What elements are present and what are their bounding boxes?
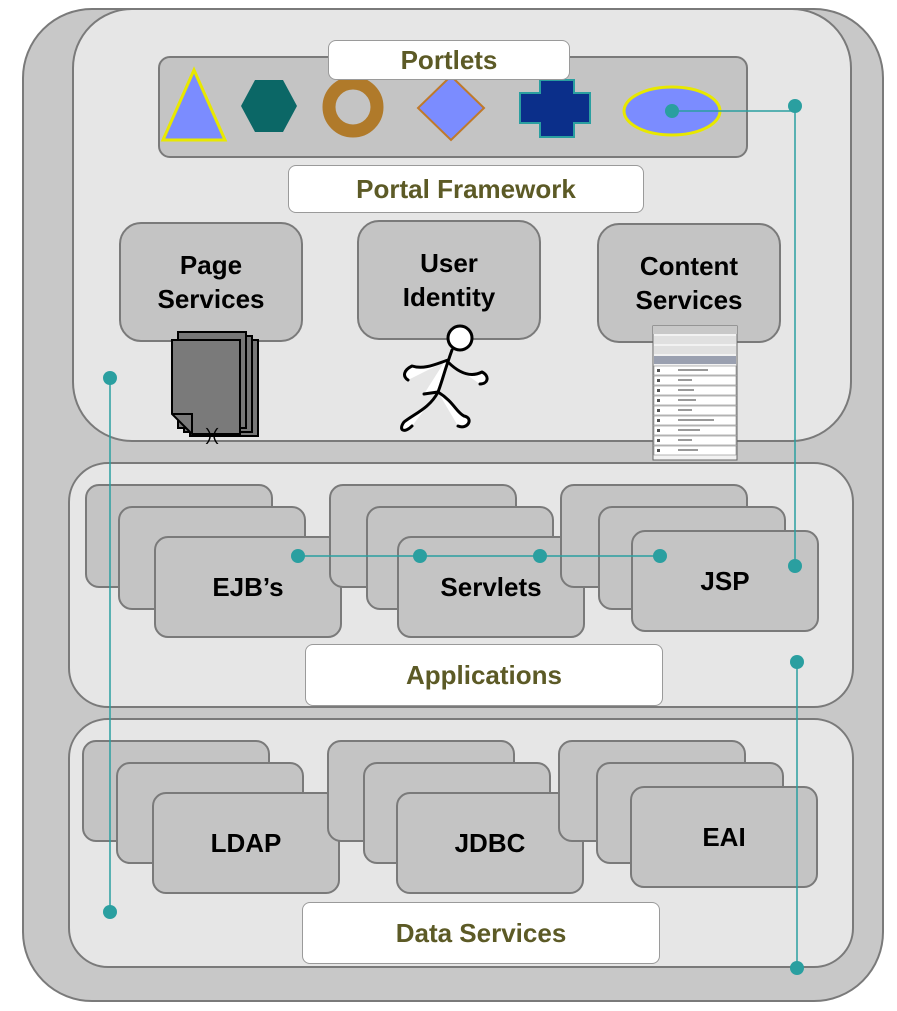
ring-icon [322,76,384,138]
jdbc-card: JDBC [396,792,584,894]
content-services-line2: Services [635,285,743,315]
user-identity-line2: Identity [402,282,496,312]
portlets-label: Portlets [328,40,570,80]
connector-lines [109,110,798,968]
portal-framework-label: Portal Framework [288,165,644,213]
applications-label: Applications [305,644,663,706]
jsp-card: JSP [631,530,819,632]
diamond-icon [416,74,486,142]
connector-dots [103,99,804,975]
page-services-line1: Page [179,250,243,280]
svg-text:♓: ♓ [202,425,222,450]
documents-icon: ♓ [171,331,259,450]
servlets-card: Servlets [397,536,585,638]
hexagon-icon [241,80,297,132]
content-services-line1: Content [639,251,739,281]
cross-icon [519,79,591,138]
stick-figure-icon [400,324,489,432]
user-identity-line1: User [420,248,478,278]
page-services-line2: Services [157,284,265,314]
eai-card: EAI [630,786,818,888]
data-services-label: Data Services [302,902,660,964]
ejbs-card: EJB’s [154,536,342,638]
layers-panel-icon [652,325,738,461]
triangle-icon [160,66,228,142]
ldap-card: LDAP [152,792,340,894]
